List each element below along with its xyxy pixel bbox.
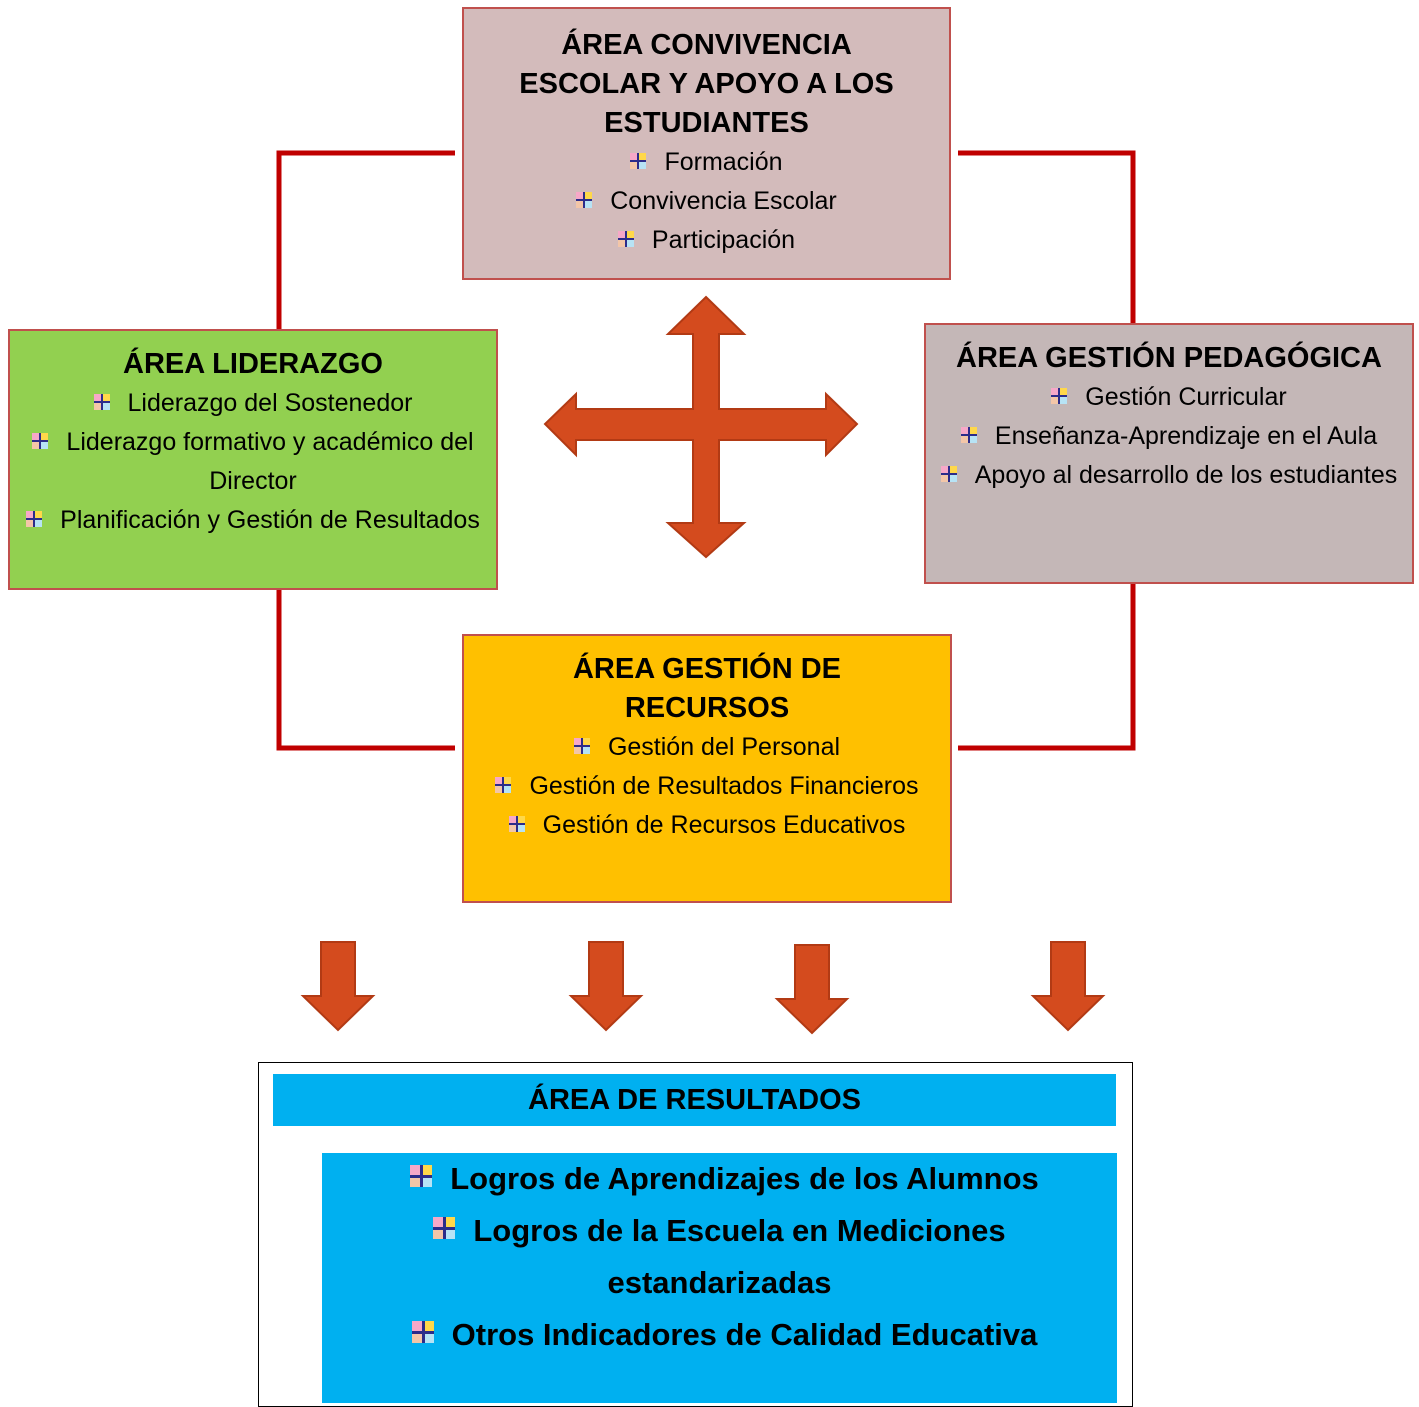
list-item-label: Otros Indicadores de Calidad Educativa	[451, 1317, 1038, 1352]
quadrant-plus-bullet-icon	[576, 192, 593, 208]
quadrant-plus-bullet-icon	[26, 511, 43, 527]
recursos-title: ÁREA GESTIÓN DE RECURSOS	[464, 650, 950, 728]
connector-pedagogica-recursos	[958, 584, 1136, 751]
quadrant-plus-bullet-icon	[1051, 388, 1068, 404]
down-arrows	[300, 941, 1106, 1035]
list-item-label: Logros de Aprendizajes de los Alumnos	[450, 1161, 1039, 1196]
quadrant-plus-bullet-icon	[411, 1321, 434, 1343]
quadrant-plus-bullet-icon	[573, 738, 590, 754]
convivencia-title-line: ESCOLAR Y APOYO A LOS	[519, 68, 894, 100]
list-item: Participación	[464, 221, 949, 260]
list-item-label: Formación	[664, 148, 783, 176]
list-item: Liderazgo del Sostenedor	[10, 384, 496, 423]
list-item: Formación	[464, 143, 949, 182]
recursos-box: ÁREA GESTIÓN DE RECURSOS Gestión del Per…	[462, 634, 952, 903]
list-item-label: Planificación y Gestión de Resultados	[60, 506, 480, 534]
pedagogica-box: ÁREA GESTIÓN PEDAGÓGICA Gestión Curricul…	[924, 323, 1414, 584]
liderazgo-box: ÁREA LIDERAZGO Liderazgo del Sostenedor …	[8, 329, 498, 590]
four-way-arrow-icon	[543, 295, 859, 559]
list-item-label: Gestión de Recursos Educativos	[542, 811, 906, 839]
list-item-label: Gestión Curricular	[1085, 383, 1287, 411]
connector-convivencia-pedagogica	[958, 150, 1136, 323]
list-item: Logros de Aprendizajes de los Alumnos	[322, 1153, 1117, 1205]
list-item: Planificación y Gestión de Resultados	[10, 501, 496, 540]
list-item: Gestión del Personal	[464, 728, 950, 767]
quadrant-plus-bullet-icon	[495, 777, 512, 793]
convivencia-box: ÁREA CONVIVENCIA ESCOLAR Y APOYO A LOS E…	[462, 7, 951, 280]
resultados-box: Logros de Aprendizajes de los Alumnos Lo…	[322, 1153, 1117, 1403]
recursos-title-line: RECURSOS	[624, 692, 790, 724]
list-item-label: Enseñanza-Aprendizaje en el Aula	[994, 422, 1378, 450]
convivencia-list: Formación Convivencia Escolar Participac…	[464, 143, 949, 260]
quadrant-plus-bullet-icon	[410, 1165, 433, 1187]
connector-convivencia-liderazgo	[276, 150, 455, 329]
list-item-label: Participación	[651, 226, 796, 254]
list-item-label: Liderazgo formativo y académico del Dire…	[66, 428, 474, 495]
quadrant-plus-bullet-icon	[508, 816, 525, 832]
list-item: Logros de la Escuela en Mediciones estan…	[322, 1205, 1117, 1309]
quadrant-plus-bullet-icon	[940, 466, 957, 482]
list-item-label: Gestión del Personal	[607, 733, 841, 761]
list-item-label: Liderazgo del Sostenedor	[127, 389, 413, 417]
list-item: Enseñanza-Aprendizaje en el Aula	[926, 417, 1412, 456]
list-item-label: Logros de la Escuela en Mediciones estan…	[473, 1213, 1006, 1300]
liderazgo-list: Liderazgo del Sostenedor Liderazgo forma…	[10, 384, 496, 540]
down-arrow-icon	[300, 941, 376, 1032]
pedagogica-list: Gestión Curricular Enseñanza-Aprendizaje…	[926, 378, 1412, 495]
list-item: Gestión de Recursos Educativos	[464, 806, 950, 845]
quadrant-plus-bullet-icon	[433, 1217, 456, 1239]
list-item-label: Convivencia Escolar	[610, 187, 837, 215]
list-item-label: Gestión de Resultados Financieros	[529, 772, 919, 800]
quadrant-plus-bullet-icon	[630, 153, 647, 169]
convivencia-title-line: ÁREA CONVIVENCIA	[561, 29, 852, 61]
convivencia-title-line: ESTUDIANTES	[604, 107, 809, 139]
resultados-list: Logros de Aprendizajes de los Alumnos Lo…	[322, 1153, 1117, 1361]
list-item: Gestión Curricular	[926, 378, 1412, 417]
quadrant-plus-bullet-icon	[32, 433, 49, 449]
list-item: Convivencia Escolar	[464, 182, 949, 221]
connector-liderazgo-recursos	[276, 590, 455, 751]
recursos-title-line: ÁREA GESTIÓN DE	[572, 653, 841, 685]
list-item: Gestión de Resultados Financieros	[464, 767, 950, 806]
down-arrow-icon	[1030, 941, 1106, 1032]
recursos-list: Gestión del Personal Gestión de Resultad…	[464, 728, 950, 845]
connector-lines	[276, 150, 1136, 751]
quadrant-plus-bullet-icon	[960, 427, 977, 443]
list-item-label: Apoyo al desarrollo de los estudiantes	[974, 461, 1398, 489]
down-arrow-icon	[774, 944, 850, 1035]
down-arrow-icon	[568, 941, 644, 1032]
list-item: Apoyo al desarrollo de los estudiantes	[926, 456, 1412, 495]
quadrant-plus-bullet-icon	[93, 394, 110, 410]
resultados-title: ÁREA DE RESULTADOS	[273, 1074, 1116, 1126]
list-item: Liderazgo formativo y académico del Dire…	[10, 423, 496, 501]
pedagogica-title: ÁREA GESTIÓN PEDAGÓGICA	[956, 342, 1382, 374]
quadrant-plus-bullet-icon	[617, 231, 634, 247]
convivencia-title: ÁREA CONVIVENCIA ESCOLAR Y APOYO A LOS E…	[464, 26, 949, 143]
liderazgo-title: ÁREA LIDERAZGO	[123, 348, 383, 380]
list-item: Otros Indicadores de Calidad Educativa	[322, 1309, 1117, 1361]
